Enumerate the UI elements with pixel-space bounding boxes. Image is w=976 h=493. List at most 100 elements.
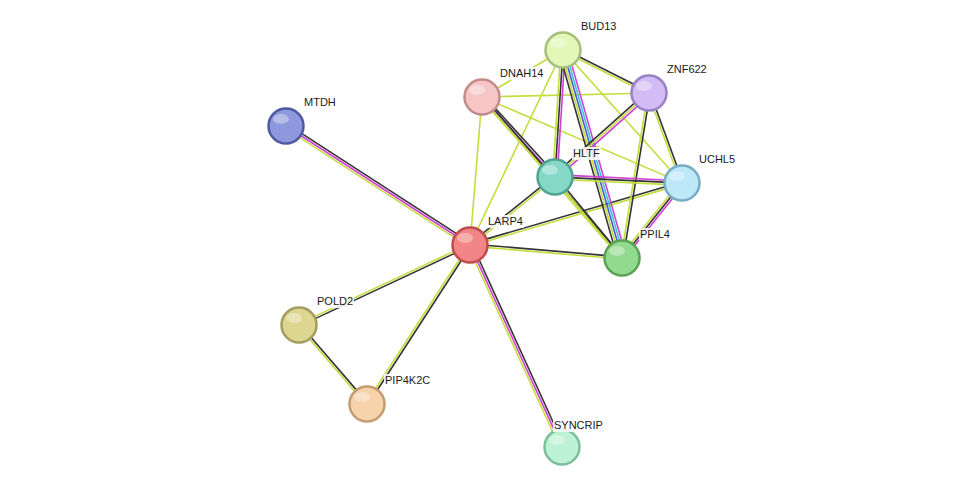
node-disc (269, 109, 304, 144)
evidence-strand (633, 197, 671, 244)
interaction-edge (654, 110, 677, 167)
protein-node: POLD2 (280, 306, 318, 344)
protein-node: LARP4 (451, 226, 489, 264)
node-circle (451, 226, 489, 264)
node-label: POLD2 (316, 295, 354, 308)
node-disc (546, 33, 581, 68)
interaction-edge (300, 134, 456, 237)
node-label: PPIL4 (639, 228, 671, 241)
evidence-strand (624, 111, 645, 240)
evidence-strand (626, 111, 647, 240)
protein-node: PIP4K2C (348, 385, 386, 423)
protein-node: SYNCRIP (543, 428, 581, 466)
evidence-strand (315, 252, 453, 317)
node-disc (465, 80, 500, 115)
evidence-strand (301, 136, 455, 235)
node-disc (545, 430, 580, 465)
node-highlight (550, 38, 566, 48)
node-circle (630, 74, 668, 112)
interaction-edge (564, 66, 622, 242)
node-circle (603, 239, 641, 277)
node-label: ZNF622 (666, 63, 708, 76)
interaction-edge (488, 245, 604, 257)
evidence-strand (566, 68, 615, 241)
evidence-strand (471, 115, 480, 227)
node-highlight (636, 81, 652, 91)
evidence-strand (654, 110, 675, 166)
interaction-edge (554, 68, 564, 159)
protein-node: MTDH (267, 107, 305, 145)
node-highlight (669, 171, 685, 181)
node-disc (350, 387, 385, 422)
evidence-strand (376, 260, 459, 389)
node-circle (267, 107, 305, 145)
node-label: LARP4 (487, 215, 524, 228)
evidence-strand (580, 57, 634, 84)
node-label: DNAH14 (499, 67, 544, 80)
evidence-strand (579, 59, 633, 86)
evidence-strand (554, 68, 560, 159)
protein-node: ZNF622 (630, 74, 668, 112)
node-label: PIP4K2C (384, 374, 431, 387)
node-disc (632, 76, 667, 111)
evidence-strand (310, 339, 355, 391)
evidence-strand (500, 93, 631, 96)
evidence-strand (488, 245, 604, 255)
evidence-strand (573, 180, 664, 184)
interaction-edge (573, 176, 664, 185)
protein-node: DNAH14 (463, 78, 501, 116)
node-label: UCHL5 (698, 153, 736, 166)
node-label: SYNCRIP (553, 419, 604, 432)
node-highlight (286, 313, 302, 323)
node-circle (536, 158, 574, 196)
node-circle (544, 31, 582, 69)
evidence-strand (570, 107, 637, 167)
protein-node: HLTF (536, 158, 574, 196)
node-circle (663, 164, 701, 202)
protein-node: PPIL4 (603, 239, 641, 277)
evidence-strand (567, 103, 634, 163)
protein-node: UCHL5 (663, 164, 701, 202)
interaction-edge (579, 57, 634, 86)
node-highlight (354, 392, 370, 402)
interaction-edge (315, 252, 454, 319)
evidence-strand (300, 138, 454, 237)
evidence-strand (572, 66, 621, 239)
evidence-strand (487, 187, 664, 239)
node-disc (538, 160, 573, 195)
node-highlight (609, 246, 625, 256)
node-highlight (542, 165, 558, 175)
evidence-strand (567, 190, 611, 243)
node-circle (463, 78, 501, 116)
evidence-strand (498, 59, 548, 88)
interaction-edge (310, 338, 356, 391)
evidence-strand (570, 67, 619, 240)
interaction-edge (500, 93, 631, 96)
node-highlight (549, 435, 565, 445)
node-highlight (273, 114, 289, 124)
evidence-strand (312, 338, 357, 390)
node-circle (280, 306, 318, 344)
node-label: HLTF (572, 147, 601, 160)
interaction-edge (632, 196, 673, 246)
node-circle (543, 428, 581, 466)
node-label: MTDH (303, 96, 337, 109)
interaction-edge (475, 260, 556, 431)
evidence-strand (477, 261, 554, 430)
node-highlight (469, 85, 485, 95)
evidence-strand (568, 67, 617, 240)
node-circle (348, 385, 386, 423)
evidence-strand (302, 134, 456, 233)
interaction-edge (498, 59, 548, 88)
evidence-strand (656, 110, 677, 166)
node-disc (282, 308, 317, 343)
interaction-edge (471, 115, 480, 227)
evidence-strand (475, 262, 552, 431)
evidence-strand (488, 248, 604, 258)
evidence-strand (316, 254, 454, 319)
interaction-edge (376, 260, 461, 390)
evidence-strand (378, 261, 461, 390)
evidence-strand (566, 192, 610, 245)
node-disc (453, 228, 488, 263)
node-disc (605, 241, 640, 276)
